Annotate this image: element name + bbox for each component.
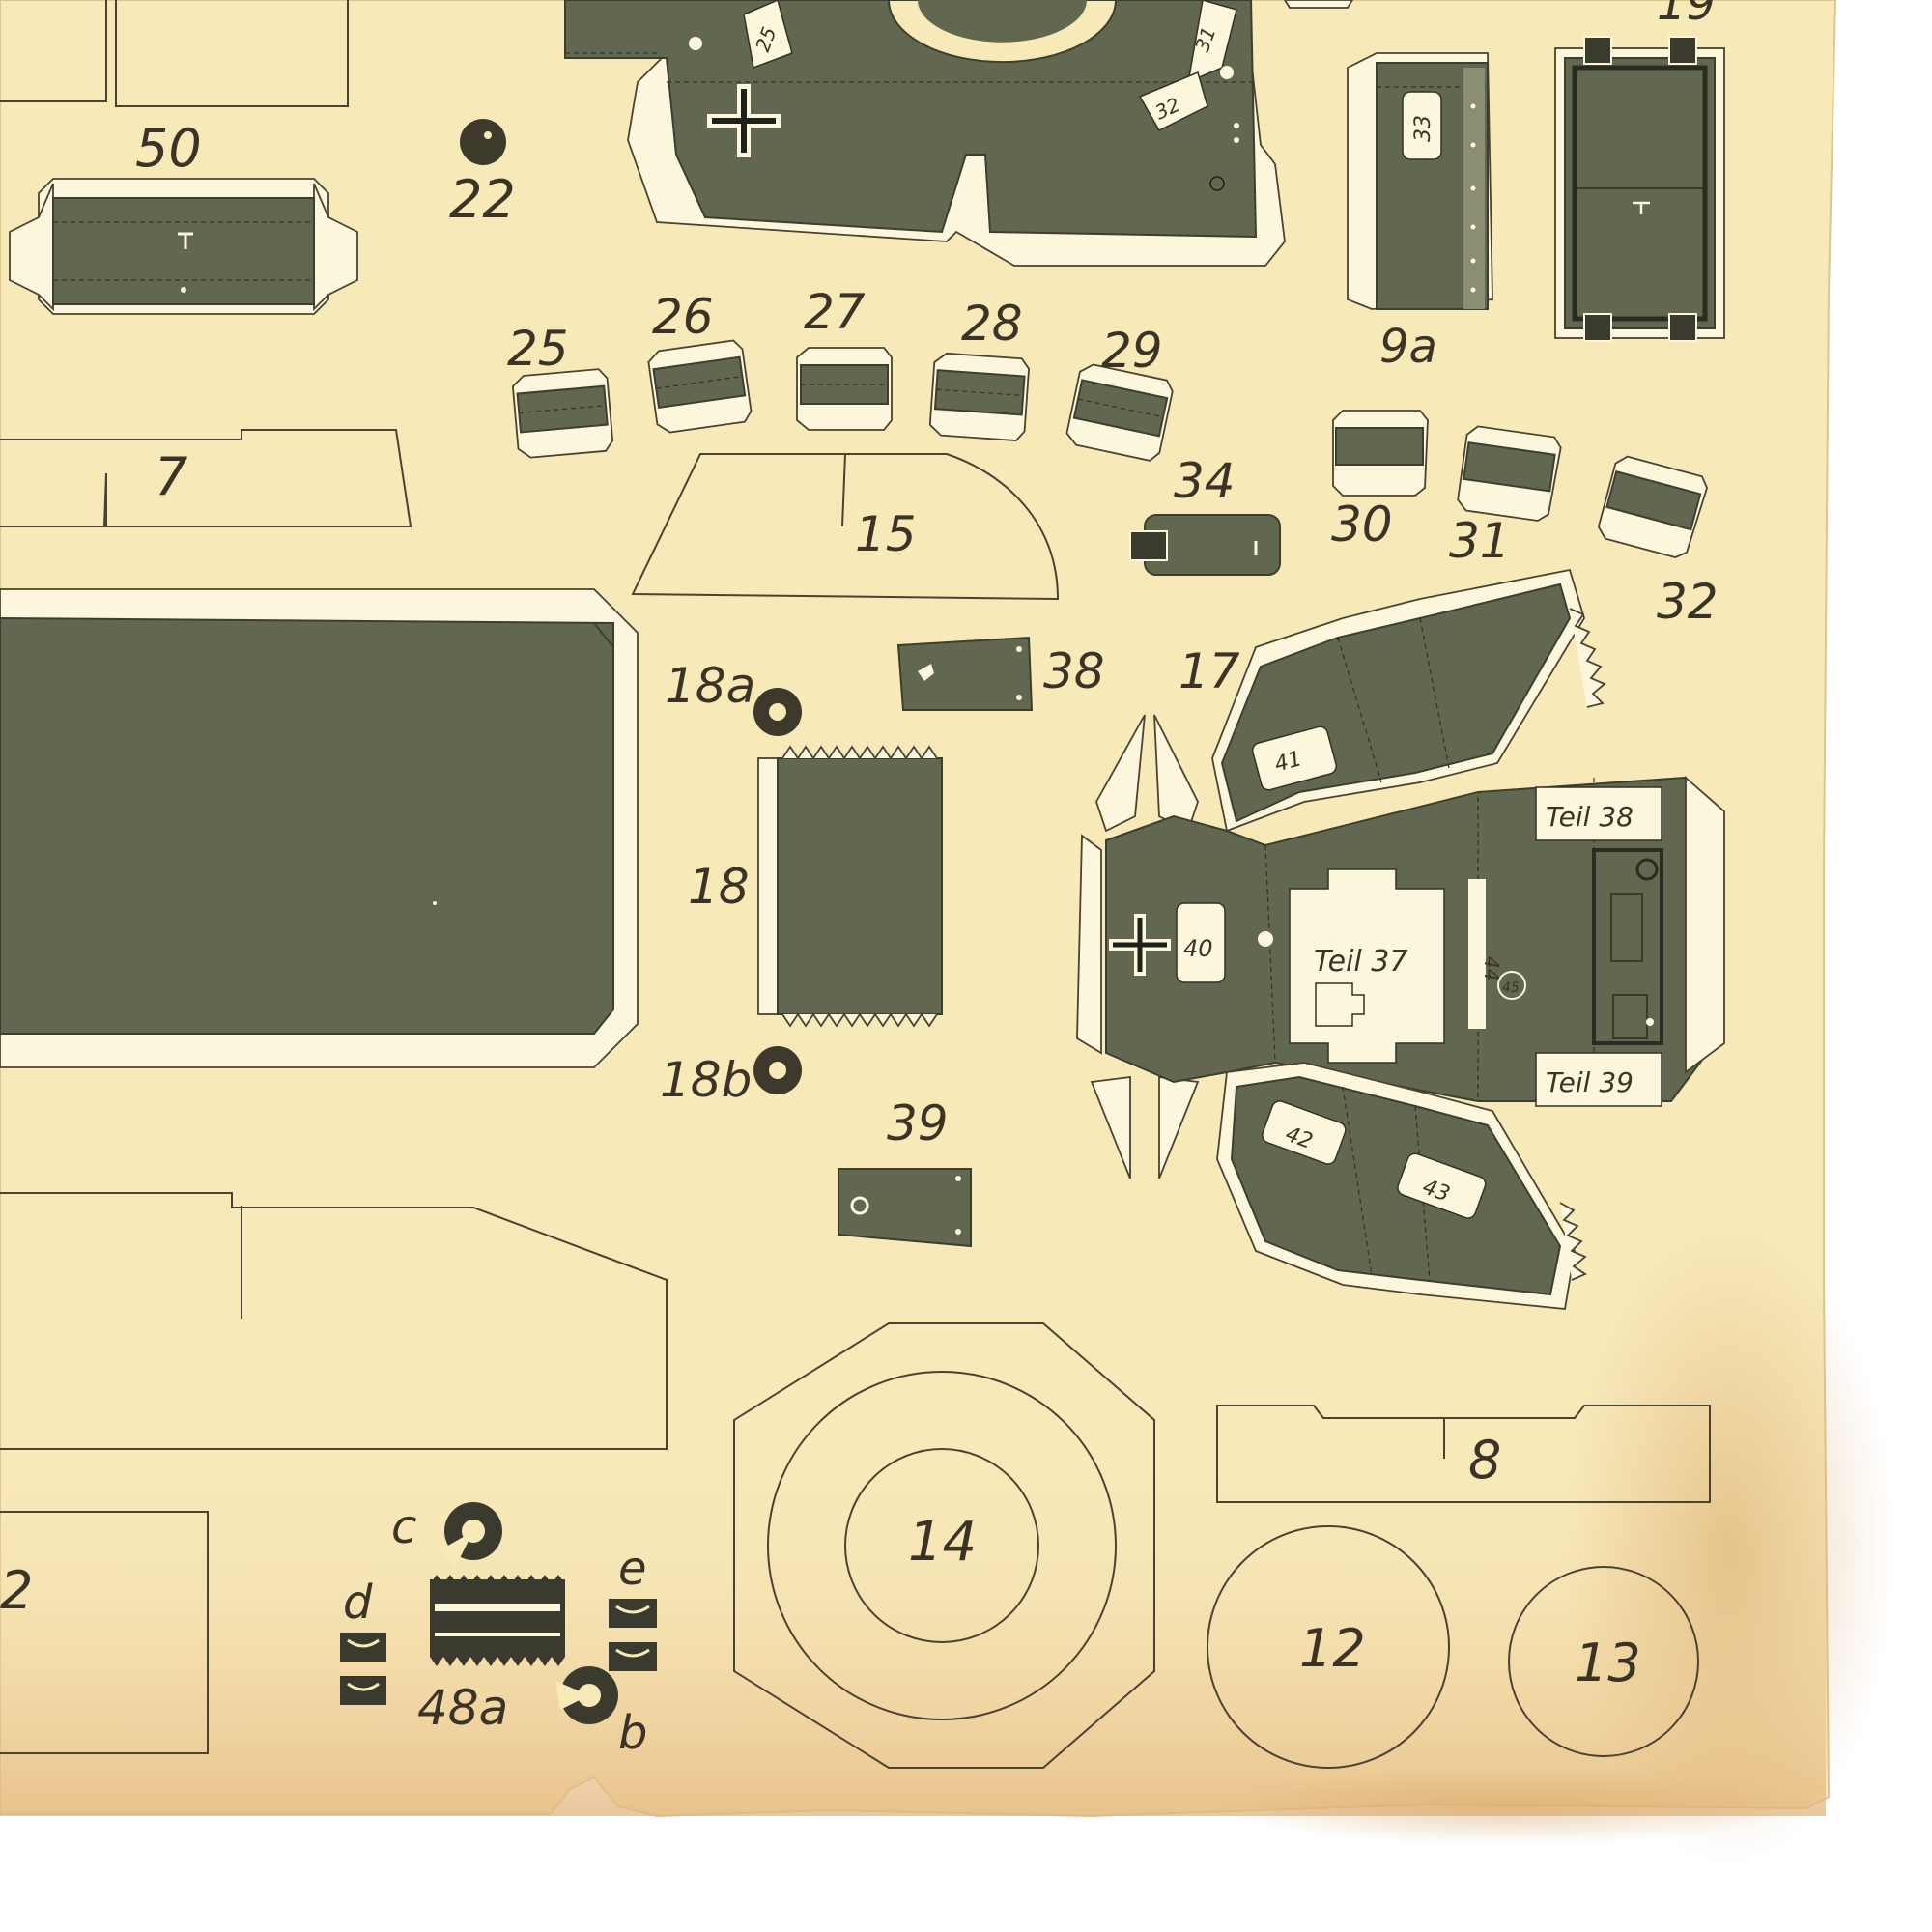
part-32 (1597, 455, 1709, 558)
part-50 (9, 178, 358, 315)
label-part-18a: 18a (665, 658, 755, 714)
part-label-teil38: Teil 38 (1546, 801, 1634, 833)
label-part-19: 19 (1657, 0, 1716, 31)
label-part-39: 39 (887, 1095, 949, 1151)
label-part-48a: 48a (417, 1680, 508, 1736)
part-17: 41 Teil 37 44 45 Teil 38 Teil 39 40 (1076, 568, 1725, 1310)
label-part-c: c (391, 1500, 416, 1554)
label-part-9a: 9a (1379, 320, 1437, 374)
part-39 (838, 1168, 972, 1248)
part-26 (647, 339, 753, 434)
part-48a (430, 1575, 565, 1666)
balkenkreuz-icon (1109, 914, 1171, 976)
label-part-25: 25 (507, 321, 569, 377)
part-19 (1554, 36, 1725, 342)
part-25 (511, 368, 614, 459)
part-18a (753, 688, 802, 736)
part-outline-lower-left (0, 1192, 668, 1450)
label-part-17: 17 (1179, 643, 1240, 699)
part-outline-top-left (0, 0, 349, 107)
part-label-teil37: Teil 37 (1314, 945, 1407, 979)
part-13 (1508, 1566, 1699, 1757)
label-part-29: 29 (1101, 323, 1163, 379)
label-part-b: b (618, 1706, 647, 1760)
label-part-32: 32 (1657, 574, 1719, 630)
part-18b (753, 1046, 802, 1094)
right-stain (1565, 1227, 1893, 1864)
label-part-28: 28 (961, 296, 1023, 352)
part-34 (1129, 514, 1281, 576)
label-part-18b: 18b (660, 1052, 752, 1108)
part-15 (631, 453, 1060, 601)
parts-48e (609, 1599, 657, 1671)
label-part-27: 27 (804, 284, 866, 340)
label-part-d: d (343, 1576, 373, 1630)
part-29 (1065, 363, 1174, 462)
part-48c-wheel (440, 1502, 502, 1570)
part-label-44: 44 (1480, 956, 1503, 980)
label-part-26: 26 (652, 289, 714, 345)
part-27 (796, 347, 893, 431)
part-14 (733, 1322, 1155, 1769)
part-22 (460, 119, 506, 165)
label-part-7: 7 (155, 446, 187, 507)
label-part-15: 15 (855, 506, 917, 562)
part-label-teil39: Teil 39 (1546, 1066, 1634, 1098)
part-large-panel (0, 588, 639, 1068)
label-part-22: 22 (449, 169, 516, 230)
bottom-stain (0, 1449, 1826, 1816)
corner-stain (1217, 1768, 1797, 1845)
part-30 (1332, 410, 1429, 497)
label-part-2: 2 (0, 1560, 33, 1621)
part-28 (928, 352, 1030, 441)
label-part-18: 18 (688, 859, 750, 915)
part-fragment-top (1283, 0, 1354, 9)
label-part-14: 14 (908, 1511, 977, 1574)
strap-row-25-29 (511, 339, 1174, 462)
label-part-8: 8 (1468, 1430, 1501, 1491)
part-label-45: 45 (1502, 980, 1520, 996)
label-part-12: 12 (1299, 1618, 1366, 1679)
balkenkreuz-icon (707, 84, 781, 157)
part-2 (0, 1511, 209, 1754)
label-part-30: 30 (1331, 497, 1393, 553)
part-38 (896, 636, 1034, 711)
part-7 (0, 429, 412, 527)
part-18 (757, 745, 943, 1028)
part-label-33: 33 (1411, 115, 1435, 142)
label-part-50: 50 (135, 118, 202, 179)
part-12 (1207, 1525, 1450, 1769)
label-part-e: e (618, 1542, 647, 1596)
part-label-40: 40 (1183, 935, 1213, 962)
part-48b-wheel (555, 1666, 618, 1724)
part-8 (1216, 1405, 1711, 1503)
label-part-13: 13 (1575, 1633, 1641, 1693)
part-31 (1457, 425, 1562, 522)
part-turret-top: 25 31 32 (564, 0, 1286, 267)
parts-48d (340, 1633, 386, 1705)
label-part-34: 34 (1174, 453, 1236, 509)
part-9a: 33 (1347, 52, 1493, 310)
label-part-31: 31 (1449, 513, 1511, 569)
label-part-38: 38 (1043, 643, 1105, 699)
